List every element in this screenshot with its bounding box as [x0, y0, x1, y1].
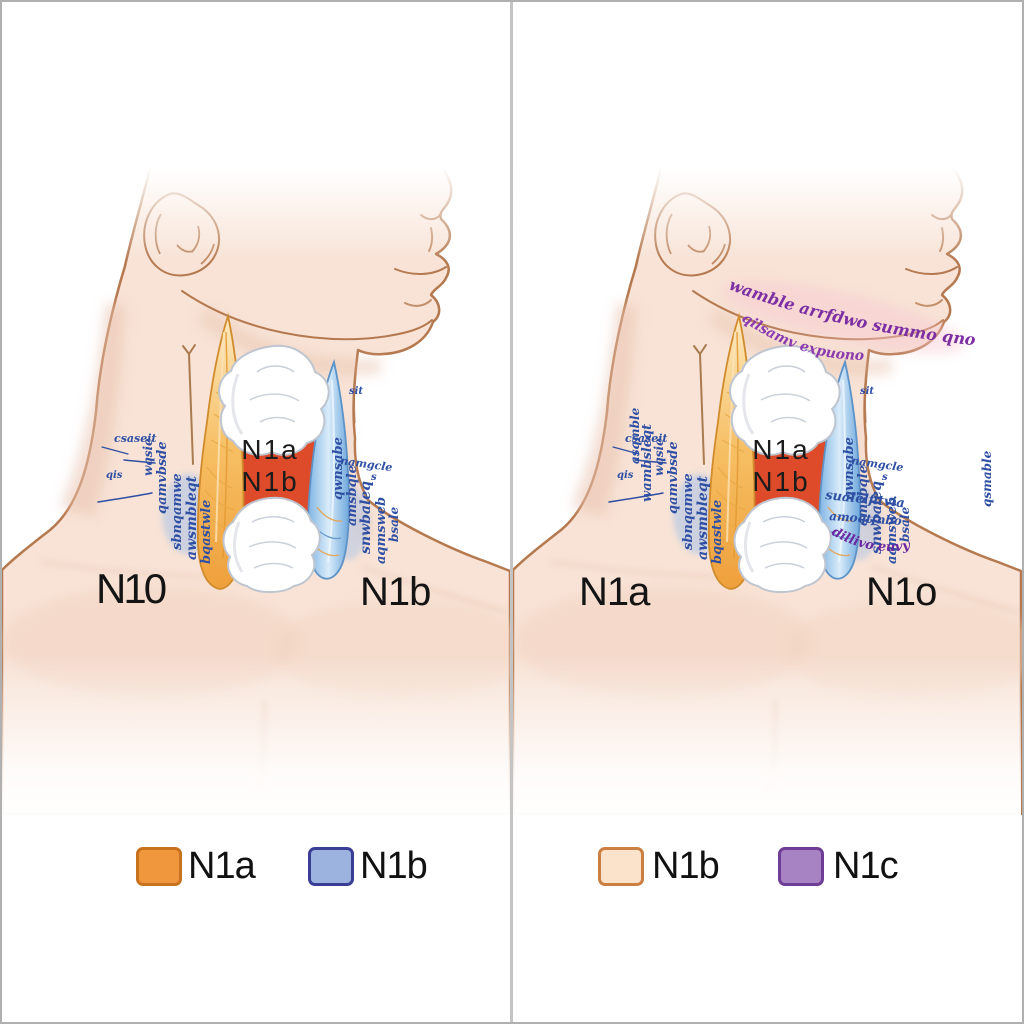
- region-label-n1b: N1b: [360, 570, 431, 614]
- svg-text:qsmable: qsmable: [980, 450, 994, 507]
- legend-swatch-n1b-peach: [598, 847, 644, 886]
- svg-text:wambsleqt: wambsleqt: [640, 424, 655, 502]
- neck-illustration-right: wamble arrfdwo summo qnovm qilsamv expuo…: [513, 2, 1022, 1022]
- panel-left: N1a N1b wqsie qamvbsde: [2, 2, 510, 1022]
- legend-label-n1b: N1b: [652, 845, 720, 887]
- region-label-n0: N10: [96, 565, 167, 612]
- legend-label-n1a: N1a: [188, 845, 256, 887]
- legend-label-n1c: N1c: [833, 845, 899, 887]
- panel-divider: [510, 2, 513, 1022]
- neck-illustration-left: N1a N1b wqsie qamvbsde: [2, 2, 510, 1022]
- legend-swatch-n1b: [308, 847, 354, 886]
- region-label-n1o: N1o: [866, 570, 937, 614]
- legend-label-n1b: N1b: [360, 845, 428, 887]
- svg-text:amoqtfnbo: amoqtfnbo: [829, 509, 903, 528]
- pink-submandibular-tint: [721, 280, 965, 354]
- svg-text:asqmble: asqmble: [628, 407, 642, 464]
- region-label-n1a: N1a: [579, 570, 650, 614]
- legend-swatch-n1c: [778, 847, 824, 886]
- panel-right: wamble arrfdwo summo qnovm qilsamv expuo…: [513, 2, 1022, 1022]
- legend-swatch-n1a: [136, 847, 182, 886]
